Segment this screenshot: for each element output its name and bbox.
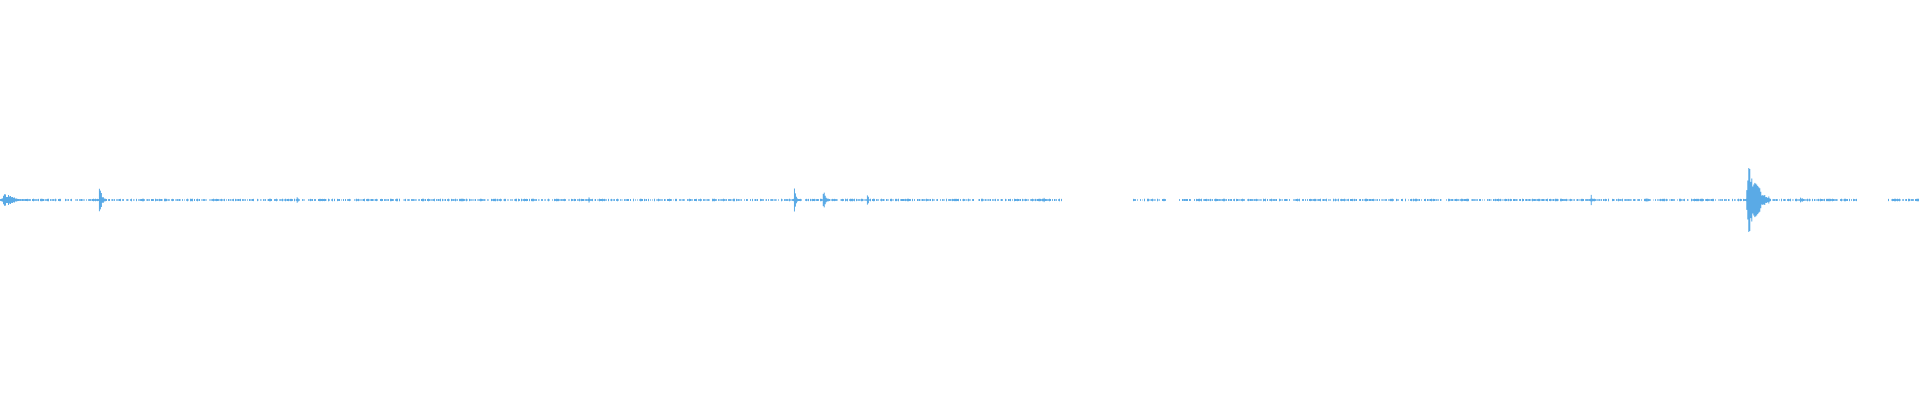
waveform-burst [1645,198,1650,202]
waveform-burst [1589,194,1594,206]
waveform-burst [295,197,300,203]
waveform-baseline [0,198,1919,202]
waveform-burst [1799,197,1806,203]
waveform-burst [1827,198,1832,202]
waveform-burst [97,188,106,212]
waveform-burst [0,194,31,206]
waveform-burst [792,188,799,212]
waveform-burst [865,195,870,205]
waveform-burst [587,197,592,203]
waveform-burst [1042,197,1047,203]
waveform-burst [1745,167,1771,233]
waveform-burst [821,192,830,208]
